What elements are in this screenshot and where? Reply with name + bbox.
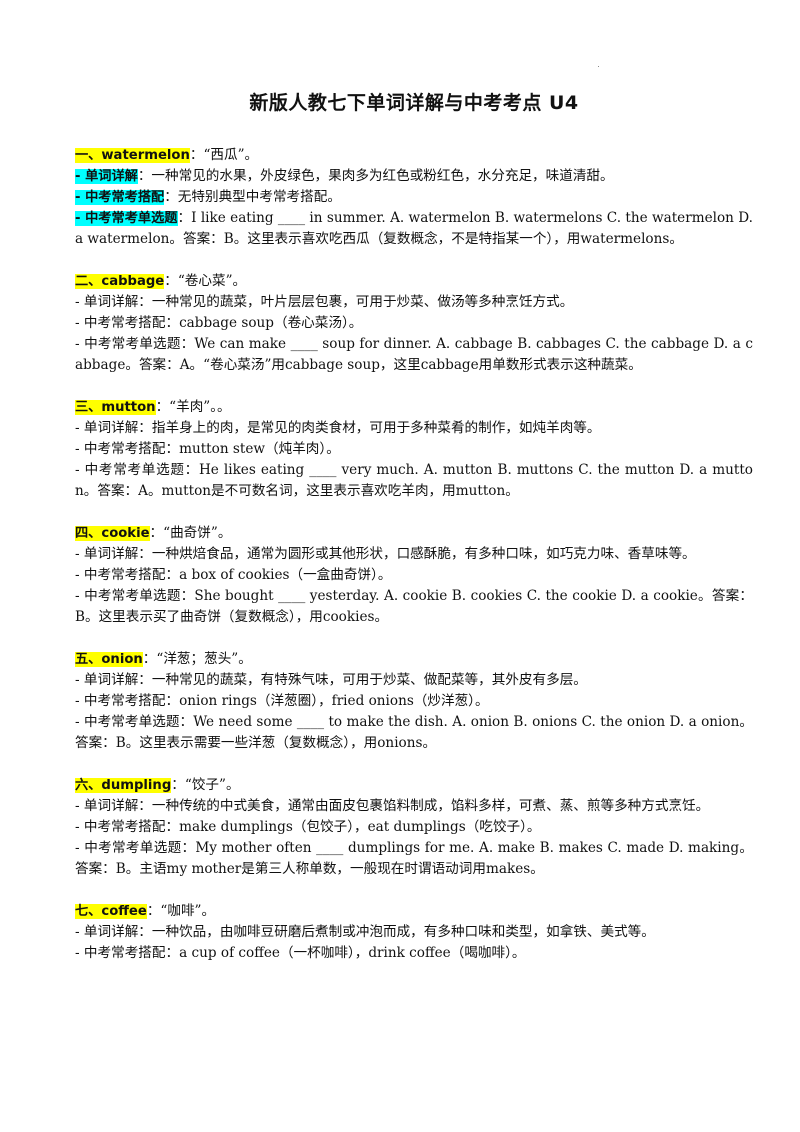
word-entry-dumpling: 六、dumpling：“饺子”。 - 单词详解：一种传统的中式美食，通常由面皮包…: [75, 775, 753, 880]
entry-heading: 四、cookie：“曲奇饼”。: [75, 523, 753, 544]
word-entry-mutton: 三、mutton：“羊肉”。。 - 单词详解：指羊身上的肉，是常见的肉类食材，可…: [75, 397, 753, 502]
word-entry-coffee: 七、coffee：“咖啡”。 - 单词详解：一种饮品，由咖啡豆研磨后煮制或冲泡而…: [75, 901, 753, 964]
entry-line: - 中考常考单选题：She bought ____ yesterday. A. …: [75, 588, 753, 625]
entry-word: 七、coffee: [75, 904, 147, 919]
entry-meaning: ：“羊肉”。。: [155, 399, 231, 415]
entry-heading: 三、mutton：“羊肉”。。: [75, 397, 753, 418]
entry-meaning: ：“饺子”。: [171, 777, 240, 793]
entry-line: - 中考常考单选题：We can make ____ soup for dinn…: [75, 336, 753, 373]
entry-line: - 中考常考搭配：a cup of coffee（一杯咖啡），drink cof…: [75, 945, 526, 961]
entry-line: - 中考常考搭配：make dumplings（包饺子），eat dumplin…: [75, 819, 541, 835]
entry-word: 二、cabbage: [75, 274, 165, 289]
entry-line: - 中考常考搭配：mutton stew（炖羊肉）。: [75, 441, 340, 457]
entry-line: - 中考常考搭配：onion rings（洋葱圈），fried onions（炒…: [75, 693, 489, 709]
word-entry-cabbage: 二、cabbage：“卷心菜”。 - 单词详解：一种常见的蔬菜，叶片层层包裹，可…: [75, 271, 753, 376]
entry-line: - 中考常考搭配：无特别典型中考常考搭配。: [75, 187, 753, 208]
entry-meaning: ：“咖啡”。: [146, 903, 216, 919]
entry-line: - 单词详解：一种常见的蔬菜，有特殊气味，可用于炒菜、做配菜等，其外皮有多层。: [75, 672, 587, 688]
line-text: ：I like eating ____ in summer. A. waterm…: [75, 210, 753, 247]
entry-line: - 单词详解：一种常见的蔬菜，叶片层层包裹，可用于炒菜、做汤等多种烹饪方式。: [75, 294, 574, 310]
entry-heading: 五、onion：“洋葱；葱头”。: [75, 649, 753, 670]
line-label: - 单词详解: [75, 169, 138, 184]
entry-meaning: ：“西瓜”。: [189, 147, 259, 163]
entry-meaning: ：“曲奇饼”。: [149, 525, 232, 541]
entry-word: 一、watermelon: [75, 148, 190, 163]
entry-line: - 中考常考单选题：I like eating ____ in summer. …: [75, 208, 753, 250]
line-label: - 中考常考搭配: [75, 190, 165, 205]
entry-meaning: ：“卷心菜”。: [164, 273, 247, 289]
entry-word: 四、cookie: [75, 526, 150, 541]
line-label: - 中考常考单选题: [75, 211, 178, 226]
entry-heading: 二、cabbage：“卷心菜”。: [75, 271, 753, 292]
scan-speck: [598, 66, 599, 67]
entry-line: - 单词详解：一种常见的水果，外皮绿色，果肉多为红色或粉红色，水分充足，味道清甜…: [75, 166, 753, 187]
document-title: 新版人教七下单词详解与中考考点 U4: [249, 92, 579, 114]
entry-word: 三、mutton: [75, 400, 156, 415]
entry-word: 六、dumpling: [75, 778, 172, 793]
entry-heading: 六、dumpling：“饺子”。: [75, 775, 753, 796]
entry-line: - 中考常考单选题：My mother often ____ dumplings…: [75, 840, 753, 877]
entry-heading: 七、coffee：“咖啡”。: [75, 901, 753, 922]
word-entry-cookie: 四、cookie：“曲奇饼”。 - 单词详解：一种烘焙食品，通常为圆形或其他形状…: [75, 523, 753, 628]
document-page: 新版人教七下单词详解与中考考点 U4 一、watermelon：“西瓜”。 - …: [75, 88, 753, 985]
line-text: ：一种常见的水果，外皮绿色，果肉多为红色或粉红色，水分充足，味道清甜。: [137, 168, 614, 184]
entry-line: - 单词详解：一种传统的中式美食，通常由面皮包裹馅料制成，馅料多样，可煮、蒸、煎…: [75, 798, 710, 814]
word-entry-onion: 五、onion：“洋葱；葱头”。 - 单词详解：一种常见的蔬菜，有特殊气味，可用…: [75, 649, 753, 754]
entry-heading: 一、watermelon：“西瓜”。: [75, 145, 753, 166]
word-entry-watermelon: 一、watermelon：“西瓜”。 - 单词详解：一种常见的水果，外皮绿色，果…: [75, 145, 753, 250]
entry-line: - 中考常考单选题：He likes eating ____ very much…: [75, 462, 753, 499]
entry-line: - 中考常考搭配：a box of cookies（一盒曲奇饼）。: [75, 567, 392, 583]
entry-meaning: ：“洋葱；葱头”。: [142, 651, 252, 667]
entry-line: - 单词详解：一种烘焙食品，通常为圆形或其他形状，口感酥脆，有多种口味，如巧克力…: [75, 546, 696, 562]
entry-line: - 单词详解：指羊身上的肉，是常见的肉类食材，可用于多种菜肴的制作，如炖羊肉等。: [75, 420, 601, 436]
entry-line: - 单词详解：一种饮品，由咖啡豆研磨后煮制或冲泡而成，有多种口味和类型，如拿铁、…: [75, 924, 655, 940]
line-text: ：无特别典型中考常考搭配。: [164, 189, 341, 205]
entry-word: 五、onion: [75, 652, 143, 667]
entry-line: - 中考常考单选题：We need some ____ to make the …: [75, 714, 753, 751]
entry-line: - 中考常考搭配：cabbage soup（卷心菜汤）。: [75, 315, 363, 331]
